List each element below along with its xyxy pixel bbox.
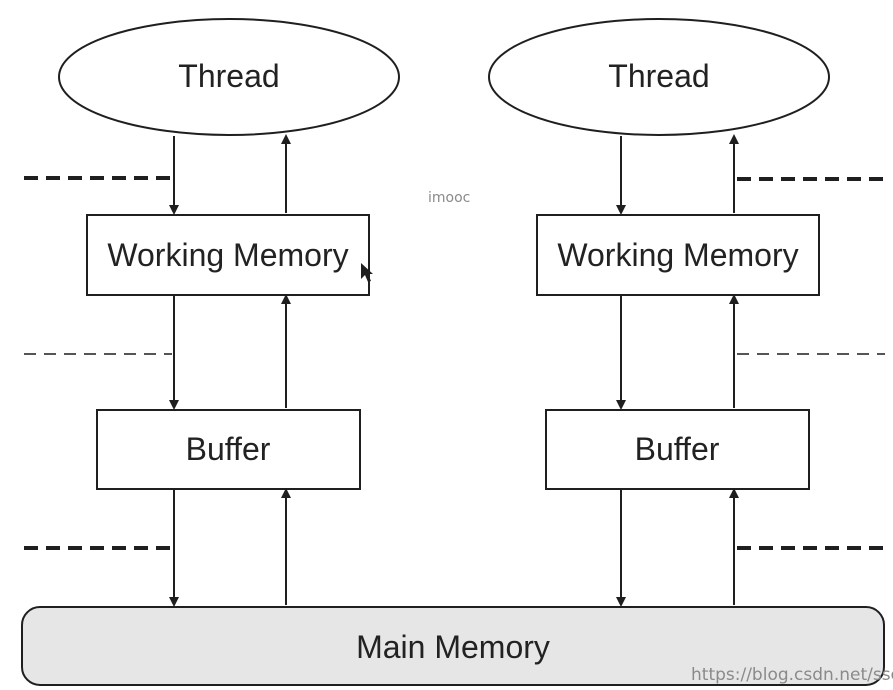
right-buffer-box <box>545 409 810 490</box>
main-memory-box <box>21 606 885 686</box>
right-working-memory-box <box>536 214 820 296</box>
right-thread-node <box>488 18 830 136</box>
left-working-memory-box <box>86 214 370 296</box>
right-buffer-label: Buffer <box>635 431 720 467</box>
main-memory-label: Main Memory <box>356 629 550 665</box>
right-thread-label: Thread <box>608 58 709 94</box>
left-thread-label: Thread <box>178 58 279 94</box>
watermark-corner: https://blog.csdn.net/sscout <box>691 665 893 685</box>
mouse-cursor-icon <box>361 263 373 282</box>
left-working-memory-label: Working Memory <box>107 237 348 273</box>
left-buffer-box <box>96 409 361 490</box>
left-thread-node <box>58 18 400 136</box>
right-working-memory-label: Working Memory <box>557 237 798 273</box>
watermark-center: imooc <box>428 190 470 206</box>
left-buffer-label: Buffer <box>186 431 271 467</box>
